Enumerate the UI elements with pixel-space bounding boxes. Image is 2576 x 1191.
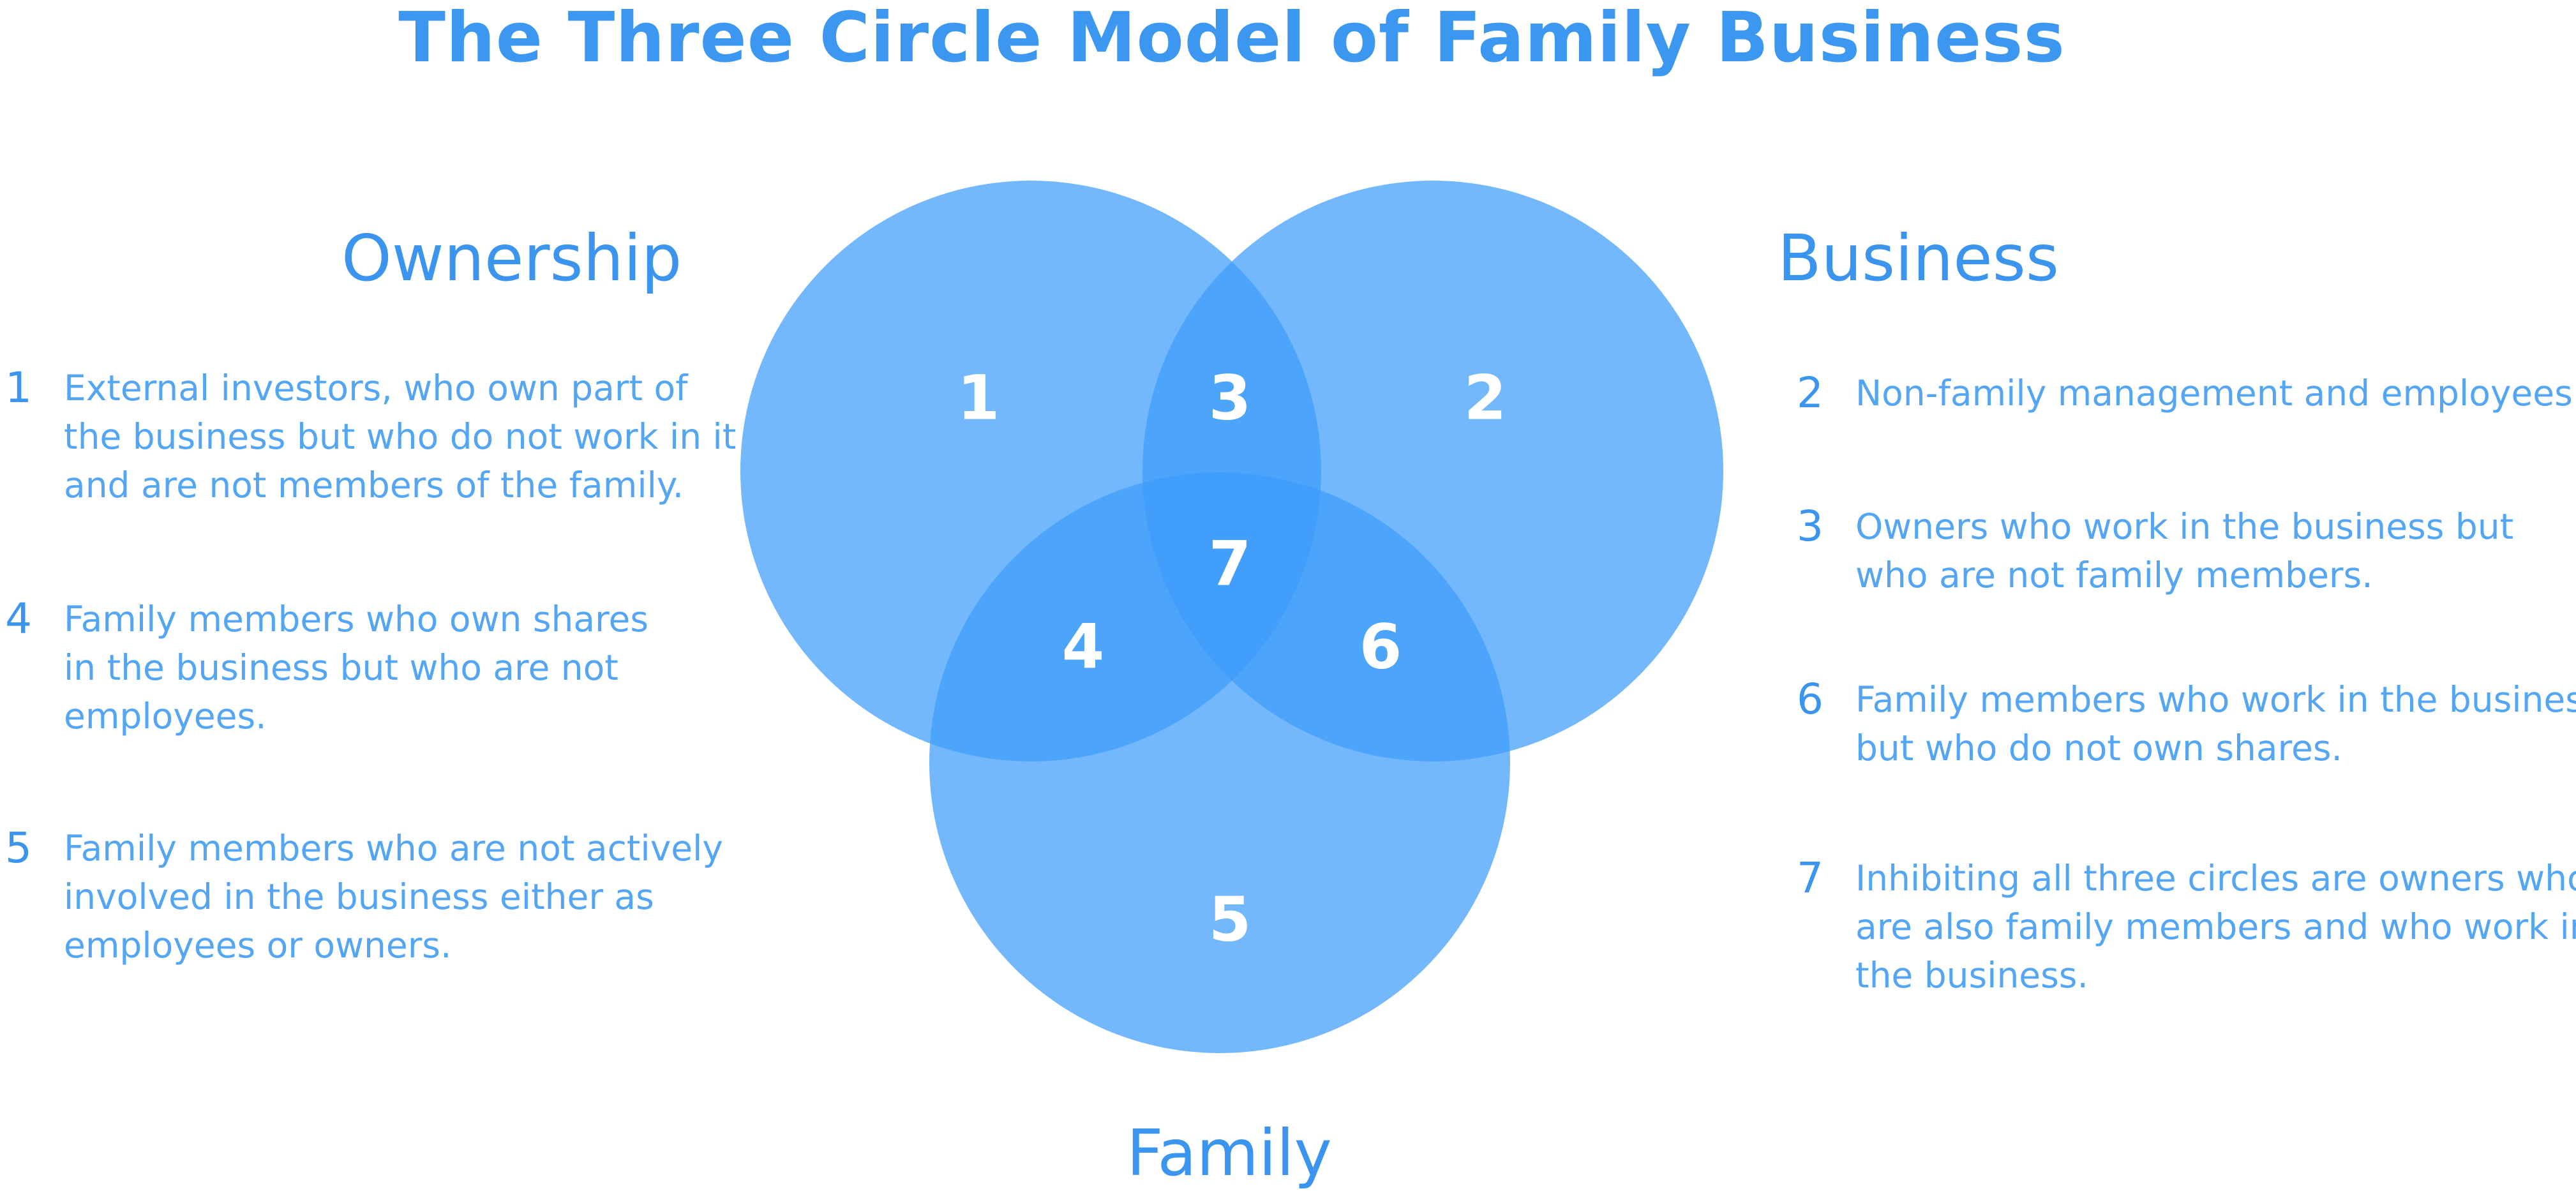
ownership-label: Ownership [341, 221, 682, 296]
description-text: External investors, who own part of the … [64, 368, 737, 506]
region-1-number: 1 [957, 362, 1000, 433]
description-text: Non-family management and employees. [1855, 373, 2576, 414]
description-item-4: 4 Family members who own shares in the b… [5, 595, 677, 740]
description-item-5: 5 Family members who are not actively in… [5, 824, 753, 970]
description-text: Family members who are not actively invo… [64, 828, 723, 966]
description-text: Family members who work in the business … [1855, 679, 2576, 768]
description-number: 5 [5, 823, 32, 873]
family-label: Family [1127, 1116, 1332, 1190]
description-text: Inhibiting all three circles are owners … [1855, 858, 2576, 996]
description-text: Family members who own shares in the bus… [64, 599, 649, 737]
region-3-number: 3 [1209, 362, 1252, 433]
family-circle [929, 472, 1510, 1053]
description-number: 6 [1797, 675, 1823, 724]
region-4-number: 4 [1062, 611, 1105, 682]
region-6-number: 6 [1359, 611, 1402, 682]
description-number: 3 [1797, 502, 1823, 551]
business-label: Business [1778, 221, 2059, 296]
description-number: 4 [5, 594, 32, 643]
page-title: The Three Circle Model of Family Busines… [398, 0, 2065, 78]
description-number: 2 [1797, 368, 1823, 417]
description-item-7: 7 Inhibiting all three circles are owner… [1797, 854, 2576, 1000]
description-item-3: 3 Owners who work in the business but wh… [1797, 502, 2557, 599]
description-text: Owners who work in the business but who … [1855, 506, 2514, 596]
description-item-1: 1 External investors, who own part of th… [5, 364, 753, 509]
description-number: 1 [5, 363, 32, 412]
region-7-number: 7 [1209, 528, 1252, 599]
region-2-number: 2 [1464, 362, 1507, 433]
description-number: 7 [1797, 853, 1823, 903]
description-item-6: 6 Family members who work in the busines… [1797, 675, 2576, 772]
region-5-number: 5 [1209, 883, 1252, 955]
description-item-2: 2 Non-family management and employees. [1797, 369, 2576, 417]
